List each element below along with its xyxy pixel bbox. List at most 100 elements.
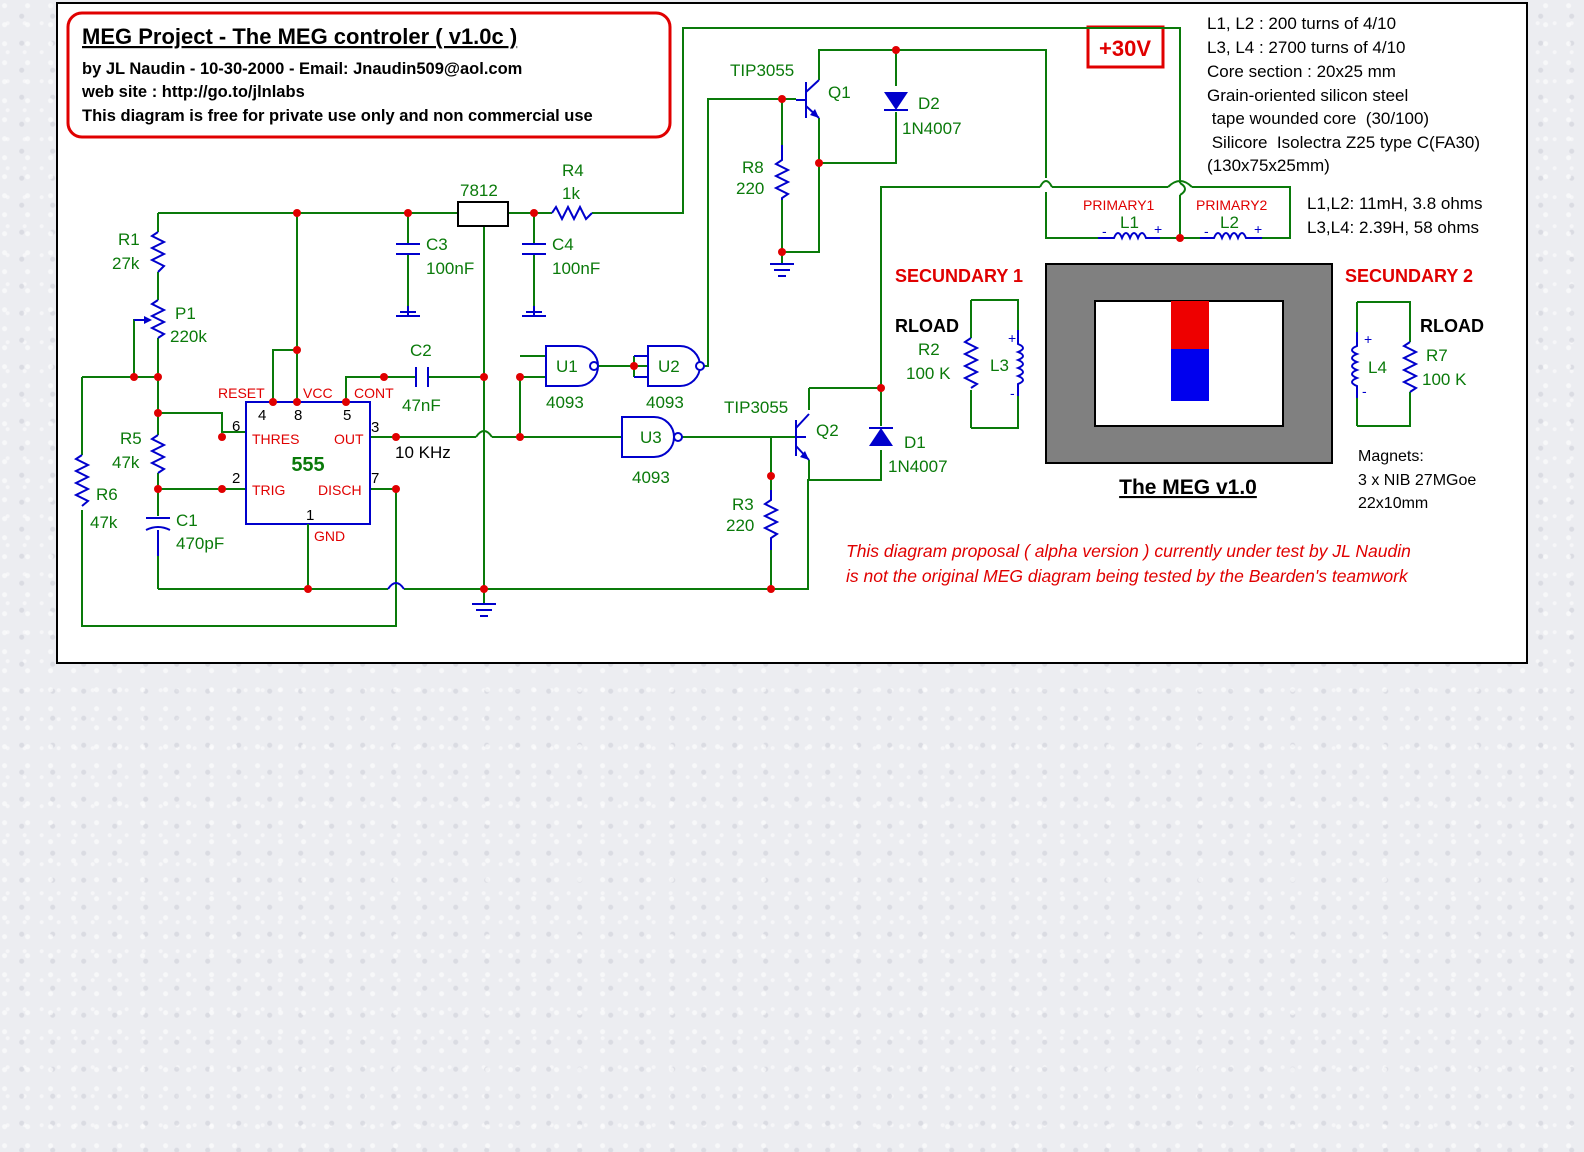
svg-text:U1: U1	[556, 357, 578, 376]
pin-number: 7	[371, 470, 379, 487]
transistor-q1: TIP3055 Q1	[730, 61, 851, 119]
pin-label-disch: DISCH	[318, 482, 362, 498]
pin-number: 5	[343, 407, 351, 424]
svg-text:C2: C2	[410, 341, 432, 360]
primary2-label: PRIMARY2	[1196, 197, 1268, 213]
pin-number: 6	[232, 418, 240, 435]
svg-text:100 K: 100 K	[1422, 370, 1467, 389]
svg-text:4093: 4093	[646, 393, 684, 412]
svg-text:1N4007: 1N4007	[888, 457, 948, 476]
spec-line: Grain-oriented silicon steel	[1207, 86, 1408, 105]
svg-text:470pF: 470pF	[176, 534, 224, 553]
ground-symbol	[770, 263, 794, 277]
svg-text:R4: R4	[562, 161, 584, 180]
svg-text:220k: 220k	[170, 327, 207, 346]
meg-core: The MEG v1.0	[1045, 263, 1333, 499]
secondary1-label: SECUNDARY 1	[895, 266, 1023, 286]
svg-text:U3: U3	[640, 428, 662, 447]
header-box	[66, 11, 672, 139]
spec-line: L1, L2 : 200 turns of 4/10	[1207, 14, 1396, 33]
svg-text:1N4007: 1N4007	[902, 119, 962, 138]
svg-text:100 K: 100 K	[906, 364, 951, 383]
svg-text:4093: 4093	[546, 393, 584, 412]
svg-text:-: -	[1362, 383, 1367, 399]
svg-text:100nF: 100nF	[426, 259, 474, 278]
pin-label-gnd: GND	[314, 528, 345, 544]
capacitor-c2: C2 47nF	[402, 341, 441, 415]
svg-text:U2: U2	[658, 357, 680, 376]
svg-text:This diagram proposal ( alpha: This diagram proposal ( alpha version ) …	[846, 541, 1411, 561]
resistor-r1: R1 27k	[112, 230, 167, 273]
capacitor-c4: C4 100nF	[522, 235, 600, 317]
svg-text:C4: C4	[552, 235, 574, 254]
primary1-label: PRIMARY1	[1083, 197, 1155, 213]
spec-notes: L1, L2 : 200 turns of 4/10 L3, L4 : 2700…	[1207, 14, 1482, 237]
svg-text:-: -	[1102, 223, 1107, 239]
pin-label-trig: TRIG	[252, 482, 285, 498]
resistor-r2: R2 100 K	[906, 337, 980, 389]
spec-line: (130x75x25mm)	[1207, 156, 1330, 175]
magnet-south	[1171, 349, 1209, 401]
svg-text:+: +	[1008, 330, 1016, 346]
svg-text:7812: 7812	[460, 181, 498, 200]
svg-text:47k: 47k	[90, 513, 118, 532]
svg-text:-: -	[1204, 223, 1209, 239]
svg-text:-: -	[1010, 385, 1015, 401]
svg-text:R6: R6	[96, 485, 118, 504]
svg-text:R2: R2	[918, 340, 940, 359]
magnet-north	[1171, 301, 1209, 349]
svg-text:Q1: Q1	[828, 83, 851, 102]
pin-number: 3	[371, 419, 379, 436]
header-title: MEG Project - The MEG controler ( v1.0c …	[82, 24, 517, 49]
svg-text:is not the original MEG diagra: is not the original MEG diagram being te…	[846, 566, 1409, 586]
regulator-7812: 7812	[457, 181, 509, 227]
transistor-q2: TIP3055 Q2	[724, 398, 839, 461]
svg-text:22x10mm: 22x10mm	[1358, 495, 1428, 512]
svg-text:P1: P1	[175, 304, 196, 323]
pin-label-cont: CONT	[354, 385, 394, 401]
frequency-label: 10 KHz	[395, 443, 451, 462]
pin-label-vcc: VCC	[303, 385, 333, 401]
coil-l3: L3 + -	[990, 330, 1024, 401]
inductance-line: L1,L2: 11mH, 3.8 ohms	[1307, 194, 1482, 213]
svg-text:R3: R3	[732, 495, 754, 514]
pin-number: 1	[306, 507, 314, 524]
spec-line: tape wounded core (30/100)	[1207, 109, 1429, 128]
rload-label: RLOAD	[1420, 316, 1484, 336]
svg-text:D2: D2	[918, 94, 940, 113]
resistor-r5: R5 47k	[112, 429, 167, 474]
svg-text:R5: R5	[120, 429, 142, 448]
ic-555: 555 RESET VCC CONT THRES OUT TRIG DISCH …	[218, 385, 451, 544]
diode-d2: D2 1N4007	[884, 92, 962, 138]
svg-text:TIP3055: TIP3055	[724, 398, 788, 417]
svg-text:R8: R8	[742, 158, 764, 177]
junction-dots	[130, 46, 1184, 593]
resistor-r3: R3 220	[726, 490, 780, 550]
svg-text:+: +	[1154, 221, 1162, 237]
magnets-note: Magnets: 3 x NIB 27MGoe 22x10mm	[1358, 448, 1476, 512]
pin-label-reset: RESET	[218, 385, 265, 401]
wire-hops	[387, 180, 1193, 590]
supply-label: +30V	[1099, 36, 1151, 61]
svg-text:D1: D1	[904, 433, 926, 452]
wires	[81, 27, 1411, 627]
spec-line: Silicore Isolectra Z25 type C(FA30)	[1207, 133, 1480, 152]
spec-line: L3, L4 : 2700 turns of 4/10	[1207, 38, 1405, 57]
pin-number: 2	[232, 470, 240, 487]
svg-text:47k: 47k	[112, 453, 140, 472]
svg-text:L2: L2	[1220, 213, 1239, 232]
svg-text:47nF: 47nF	[402, 396, 441, 415]
nand-gate-u2: U2 4093	[634, 345, 705, 412]
svg-text:220: 220	[736, 179, 764, 198]
header-author: by JL Naudin - 10-30-2000 - Email: Jnaud…	[82, 60, 522, 78]
svg-text:Magnets:: Magnets:	[1358, 448, 1424, 465]
pin-number: 8	[294, 407, 302, 424]
ground-symbol	[472, 603, 496, 617]
disclaimer: This diagram proposal ( alpha version ) …	[846, 541, 1411, 586]
svg-text:27k: 27k	[112, 254, 140, 273]
svg-text:1k: 1k	[562, 184, 580, 203]
svg-text:+: +	[1254, 221, 1262, 237]
pin-number: 4	[258, 407, 266, 424]
svg-text:C1: C1	[176, 511, 198, 530]
svg-text:L3: L3	[990, 356, 1009, 375]
